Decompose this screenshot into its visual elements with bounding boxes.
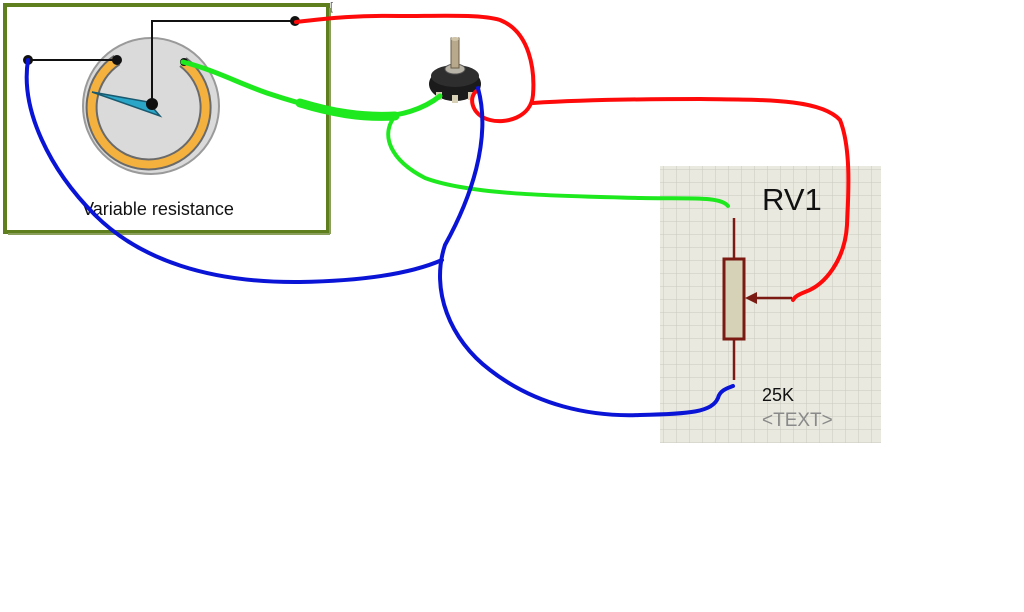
panel-caption: Variable resistance	[82, 199, 234, 219]
pot-shaft	[450, 37, 460, 69]
pot-shaft-tip	[451, 37, 459, 41]
wire-red-branch	[531, 97, 851, 302]
terminal-dot-track-start	[112, 55, 122, 65]
potentiometer-photo	[429, 37, 481, 103]
wire-blue-main	[438, 86, 735, 418]
wires	[24, 13, 851, 418]
corner-mark: [	[330, 1, 333, 13]
schematic-panel: RV1 25K <TEXT>	[660, 166, 881, 443]
wire-blue-left	[24, 58, 444, 285]
schematic-grid-lines	[660, 166, 881, 443]
wire-green-branch	[386, 114, 730, 208]
lead-wiper	[151, 20, 295, 104]
pot-pin-mid	[452, 95, 458, 103]
resistive-track-fill	[87, 56, 210, 169]
designator-label: RV1	[762, 182, 822, 217]
wire-red	[294, 13, 536, 124]
resistor-body	[722, 257, 746, 341]
pot-housing-top	[431, 65, 479, 87]
wire-green-thick	[295, 98, 400, 121]
wiper-arrow-head	[745, 292, 757, 304]
variable-resistance-panel: Variable resistance	[3, 3, 331, 235]
text-field-label: <TEXT>	[762, 410, 833, 431]
value-label: 25K	[762, 385, 794, 405]
